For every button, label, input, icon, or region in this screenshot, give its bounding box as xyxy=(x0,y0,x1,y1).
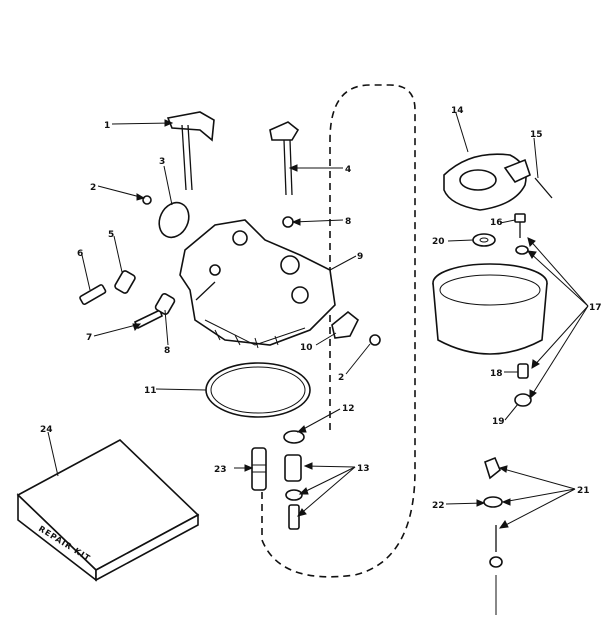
part-5-spring xyxy=(114,270,136,294)
label-part-8-upper: 8 xyxy=(345,217,351,227)
part-20-washer xyxy=(472,233,496,247)
label-part-13: 13 xyxy=(357,464,370,474)
part-21-bowl-screw xyxy=(483,456,503,568)
label-part-8-lower: 8 xyxy=(164,346,170,356)
part-8-bushing xyxy=(282,216,294,228)
part-1-throttle-shaft xyxy=(166,111,215,191)
label-part-11: 11 xyxy=(144,386,157,396)
part-16-screw xyxy=(514,213,526,238)
label-part-24: 24 xyxy=(40,425,53,435)
part-3-throttle-plate xyxy=(158,201,190,239)
part-4-choke-shaft xyxy=(269,121,300,196)
label-part-15: 15 xyxy=(530,130,543,140)
label-part-23: 23 xyxy=(214,465,227,475)
part-15-float-needle xyxy=(503,158,553,199)
label-part-10: 10 xyxy=(300,343,313,353)
label-part-2-right: 2 xyxy=(338,373,344,383)
label-part-6: 6 xyxy=(77,249,83,259)
label-part-17: 17 xyxy=(589,303,602,313)
label-part-12: 12 xyxy=(342,404,355,414)
label-part-21: 21 xyxy=(577,486,590,496)
label-part-7: 7 xyxy=(86,333,92,343)
part-18-spring xyxy=(517,363,529,379)
label-part-1: 1 xyxy=(104,121,110,131)
part-2-screw xyxy=(142,195,152,205)
label-part-2: 2 xyxy=(90,183,96,193)
dashed-assembly-boundary xyxy=(261,84,416,578)
part-17-fuel-bowl xyxy=(432,263,548,355)
label-part-14: 14 xyxy=(451,106,464,116)
part-8-spring xyxy=(154,293,176,315)
part-12-washer xyxy=(283,430,305,444)
part-13-nozzle xyxy=(284,454,303,530)
label-part-20: 20 xyxy=(432,237,445,247)
part-2-screw-right xyxy=(369,334,381,346)
part-11-o-ring xyxy=(205,362,311,418)
label-part-18: 18 xyxy=(490,369,503,379)
label-part-9: 9 xyxy=(357,252,363,262)
part-23-bowl-nut xyxy=(251,447,267,491)
part-17-small-gasket xyxy=(515,245,529,255)
label-part-16: 16 xyxy=(490,218,503,228)
part-14-float-top xyxy=(443,153,527,211)
label-part-3: 3 xyxy=(159,157,165,167)
part-10-gasket xyxy=(331,310,360,339)
label-part-22: 22 xyxy=(432,501,445,511)
label-part-4: 4 xyxy=(345,165,351,175)
label-part-19: 19 xyxy=(492,417,505,427)
part-19-washer xyxy=(514,393,532,407)
label-part-5: 5 xyxy=(108,230,114,240)
part-number-labels: 1 2 3 4 5 6 7 8 8 9 10 2 11 12 13 14 15 … xyxy=(40,106,602,511)
part-9-carburetor-body xyxy=(179,219,336,349)
arrowheads xyxy=(132,119,540,529)
part-24-repair-kit-box: REPAIR KIT xyxy=(16,439,200,582)
part-6-idle-screw xyxy=(79,284,107,306)
